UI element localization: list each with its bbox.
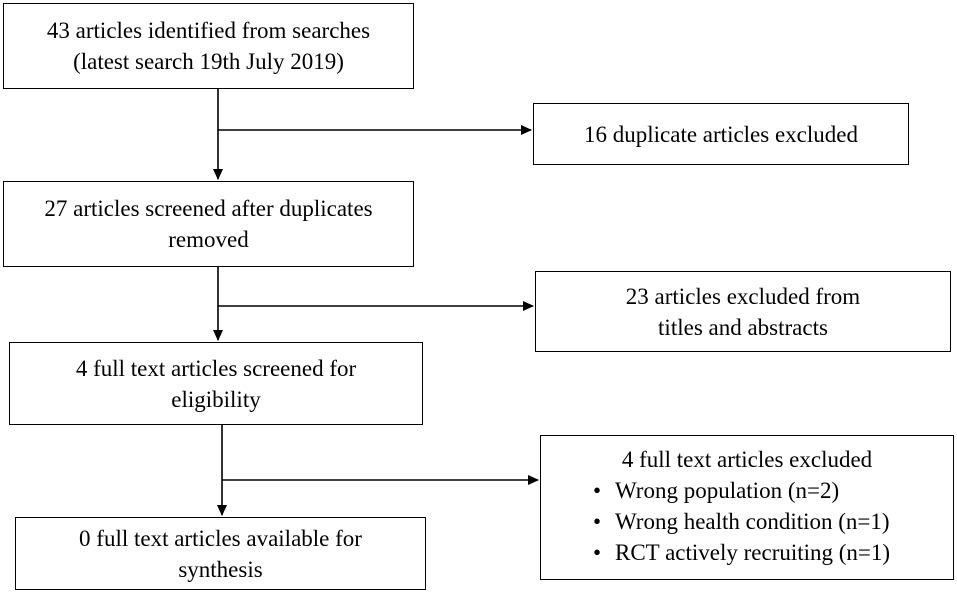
exclusion-reasons-list: • Wrong population (n=2) • Wrong health co… <box>593 475 890 568</box>
bullet-icon: • <box>593 478 602 503</box>
synthesis-box: 0 full text articles available for synth… <box>15 517 426 590</box>
screened-line-2: removed <box>168 227 249 252</box>
duplicates-excluded-box: 16 duplicate articles excluded <box>533 103 909 165</box>
titles-excluded-box: 23 articles excluded from titles and abs… <box>535 271 951 352</box>
exclusion-reason-text: Wrong population (n=2) <box>615 478 840 503</box>
titles-excluded-line-1: 23 articles excluded from <box>625 283 861 309</box>
duplicates-excluded-line: 16 duplicate articles excluded <box>584 121 858 147</box>
full-text-line-1: 4 full text articles screened for <box>75 355 357 381</box>
screened-box: 27 articles screened after duplicates re… <box>3 181 414 267</box>
full-text-excluded-box: 4 full text articles excluded • Wrong pop… <box>540 435 954 580</box>
identified-line-1: 43 articles identified from searches <box>46 18 371 43</box>
full-text-box: 4 full text articles screened for eligib… <box>9 342 423 425</box>
exclusion-reason: • RCT actively recruiting (n=1) <box>593 537 890 568</box>
exclusion-reason-text: Wrong health condition (n=1) <box>615 509 890 534</box>
synthesis-line-2: synthesis <box>178 556 263 582</box>
bullet-icon: • <box>593 509 602 534</box>
exclusion-reason: • Wrong health condition (n=1) <box>593 506 890 537</box>
bullet-icon: • <box>593 540 602 565</box>
synthesis-line-1: 0 full text articles available for <box>79 525 362 551</box>
exclusion-reason: • Wrong population (n=2) <box>593 475 890 506</box>
identified-line-2: (latest search 19th July 2019) <box>73 49 344 74</box>
full-text-line-2: eligibility <box>171 386 261 412</box>
exclusion-reason-text: RCT actively recruiting (n=1) <box>615 540 891 565</box>
full-text-excluded-title: 4 full text articles excluded <box>621 447 873 472</box>
identified-box: 43 articles identified from searches (la… <box>3 3 414 89</box>
titles-excluded-line-2: titles and abstracts <box>658 314 828 340</box>
screened-line-1: 27 articles screened after duplicates <box>44 196 373 221</box>
